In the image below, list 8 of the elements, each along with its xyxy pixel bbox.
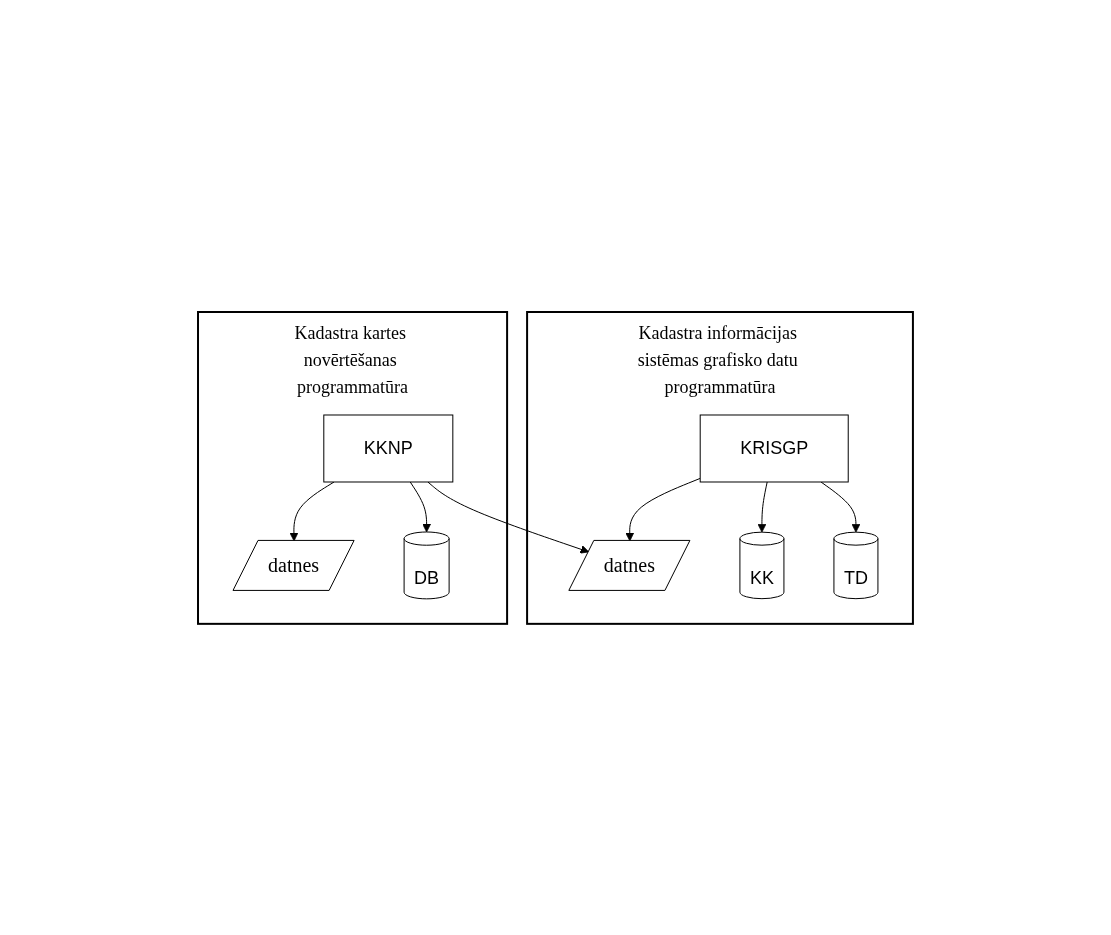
arrow [427,481,590,554]
arrow [625,477,701,541]
arrow [289,481,335,541]
node-box: KKNP [323,414,454,483]
arrow [409,481,432,532]
arrow [820,481,861,533]
arrow [757,481,768,533]
node-box: KRISGP [699,414,849,483]
